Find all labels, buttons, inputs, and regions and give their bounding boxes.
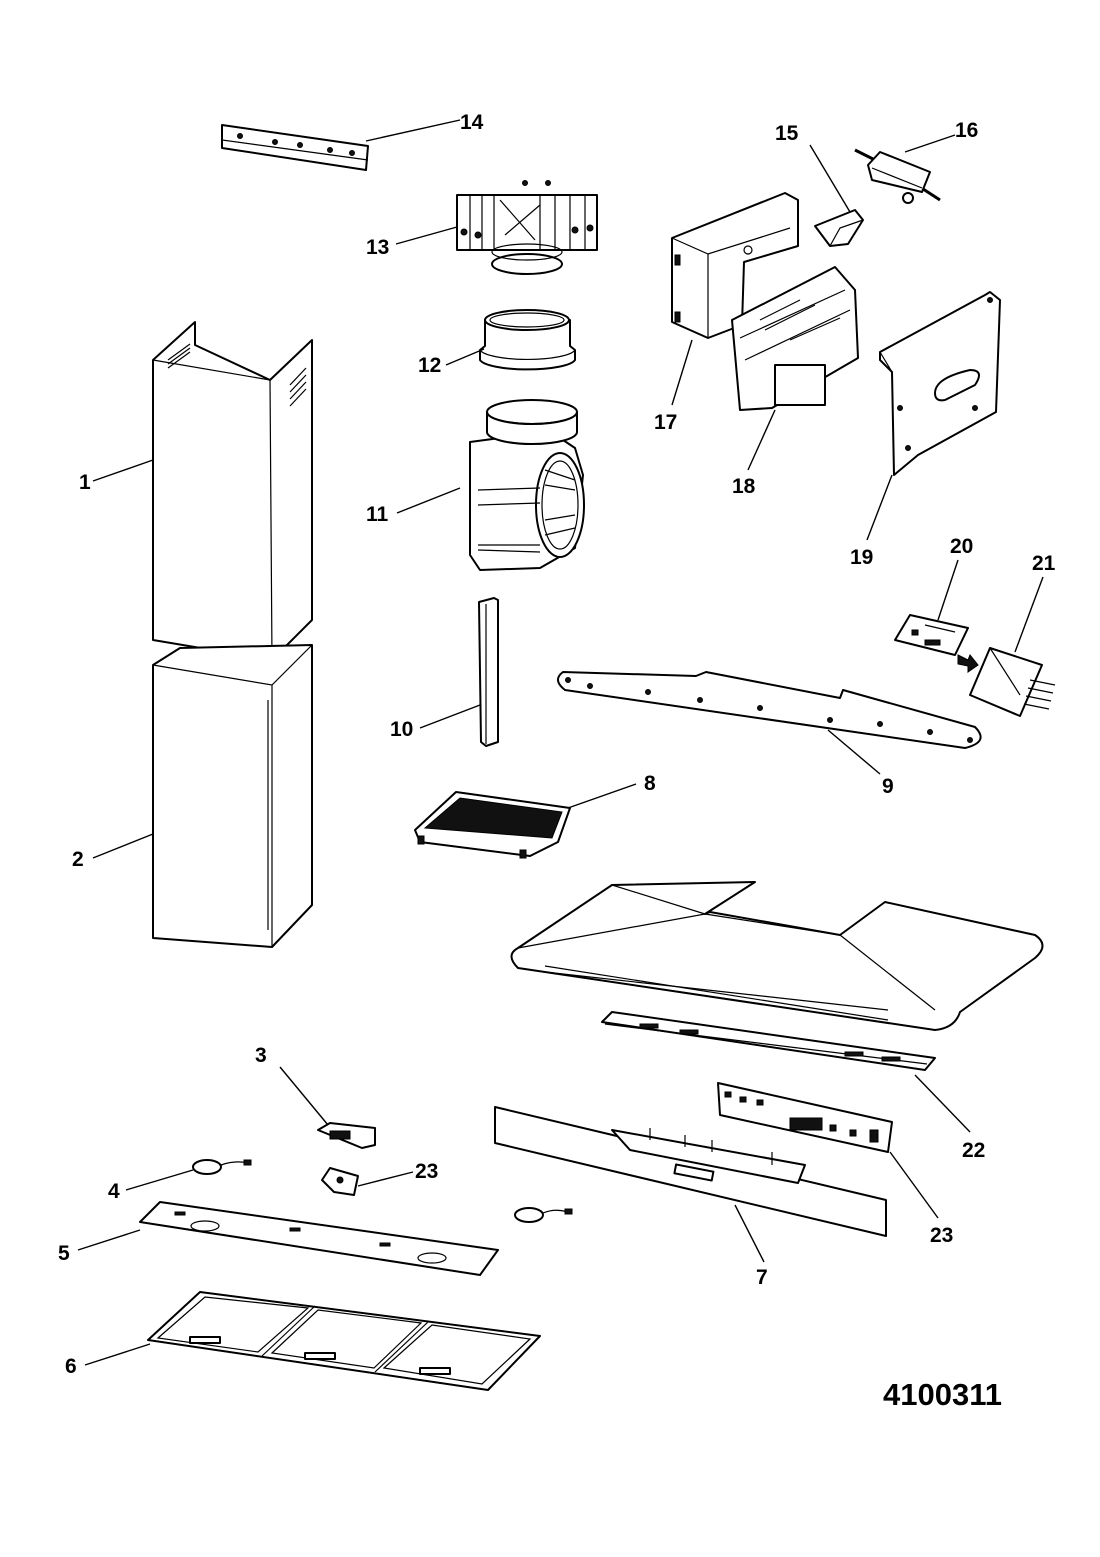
- part-20-label: [894, 614, 979, 673]
- callout-16: 16: [955, 119, 978, 142]
- callout-20: 20: [950, 535, 973, 558]
- callout-10: 10: [390, 718, 413, 741]
- callout-labels: 1 2 3 4 5 6 7 8 9 10 11 12 13 14 15 16 1…: [58, 111, 1056, 1378]
- hood-body: [510, 881, 1044, 1031]
- part-9-support-rail: [557, 671, 982, 749]
- part-2-lower-chimney: [152, 644, 313, 948]
- callout-19: 19: [850, 546, 873, 569]
- callout-11: 11: [366, 503, 389, 526]
- callout-23-board: 23: [930, 1224, 953, 1247]
- callout-7: 7: [756, 1266, 768, 1289]
- part-7-front-panel: [494, 1106, 887, 1237]
- part-3-light-holder: [317, 1122, 376, 1149]
- callout-9: 9: [882, 775, 894, 798]
- leader-lines: [77, 119, 1044, 1366]
- callout-2: 2: [72, 848, 84, 871]
- callout-14: 14: [460, 111, 484, 134]
- part-18-control-box: [731, 266, 859, 411]
- callout-15: 15: [775, 122, 799, 145]
- part-23-switch: [321, 1167, 359, 1196]
- callout-12: 12: [418, 354, 441, 377]
- part-21-transformer-box: [969, 647, 1056, 717]
- callout-22: 22: [962, 1139, 985, 1162]
- part-11-blower: [469, 399, 585, 571]
- callout-17: 17: [654, 411, 677, 434]
- callout-13: 13: [366, 236, 389, 259]
- part-12-duct-adaptor: [479, 309, 576, 371]
- callout-21: 21: [1032, 552, 1056, 575]
- callout-4: 4: [108, 1180, 120, 1203]
- part-15-clip: [814, 209, 864, 247]
- callout-5: 5: [58, 1242, 70, 1265]
- part-1-upper-chimney: [152, 321, 313, 661]
- callout-23-switch: 23: [415, 1160, 438, 1183]
- part-6-grease-filters: [147, 1291, 541, 1391]
- part-17-control-box-cover: [671, 192, 799, 339]
- part-19-back-plate: [879, 291, 1001, 476]
- callout-18: 18: [732, 475, 756, 498]
- part-8-filter: [414, 791, 571, 859]
- part-5-lamp-panel: [139, 1201, 499, 1276]
- part-14-bracket: [221, 124, 369, 171]
- callout-1: 1: [79, 471, 91, 494]
- part-23-control-board: [717, 1082, 893, 1153]
- callout-3: 3: [255, 1044, 267, 1067]
- part-10-channel: [478, 597, 499, 747]
- part-13-motor-assembly: [456, 180, 598, 275]
- callout-6: 6: [65, 1355, 77, 1378]
- part-22-strip: [601, 1011, 936, 1071]
- part-4-lamp-second: [514, 1207, 573, 1223]
- callout-8: 8: [644, 772, 656, 795]
- diagram-number: 4100311: [883, 1377, 1002, 1412]
- part-4-lamp: [192, 1159, 252, 1175]
- part-16-connector-box: [854, 148, 941, 204]
